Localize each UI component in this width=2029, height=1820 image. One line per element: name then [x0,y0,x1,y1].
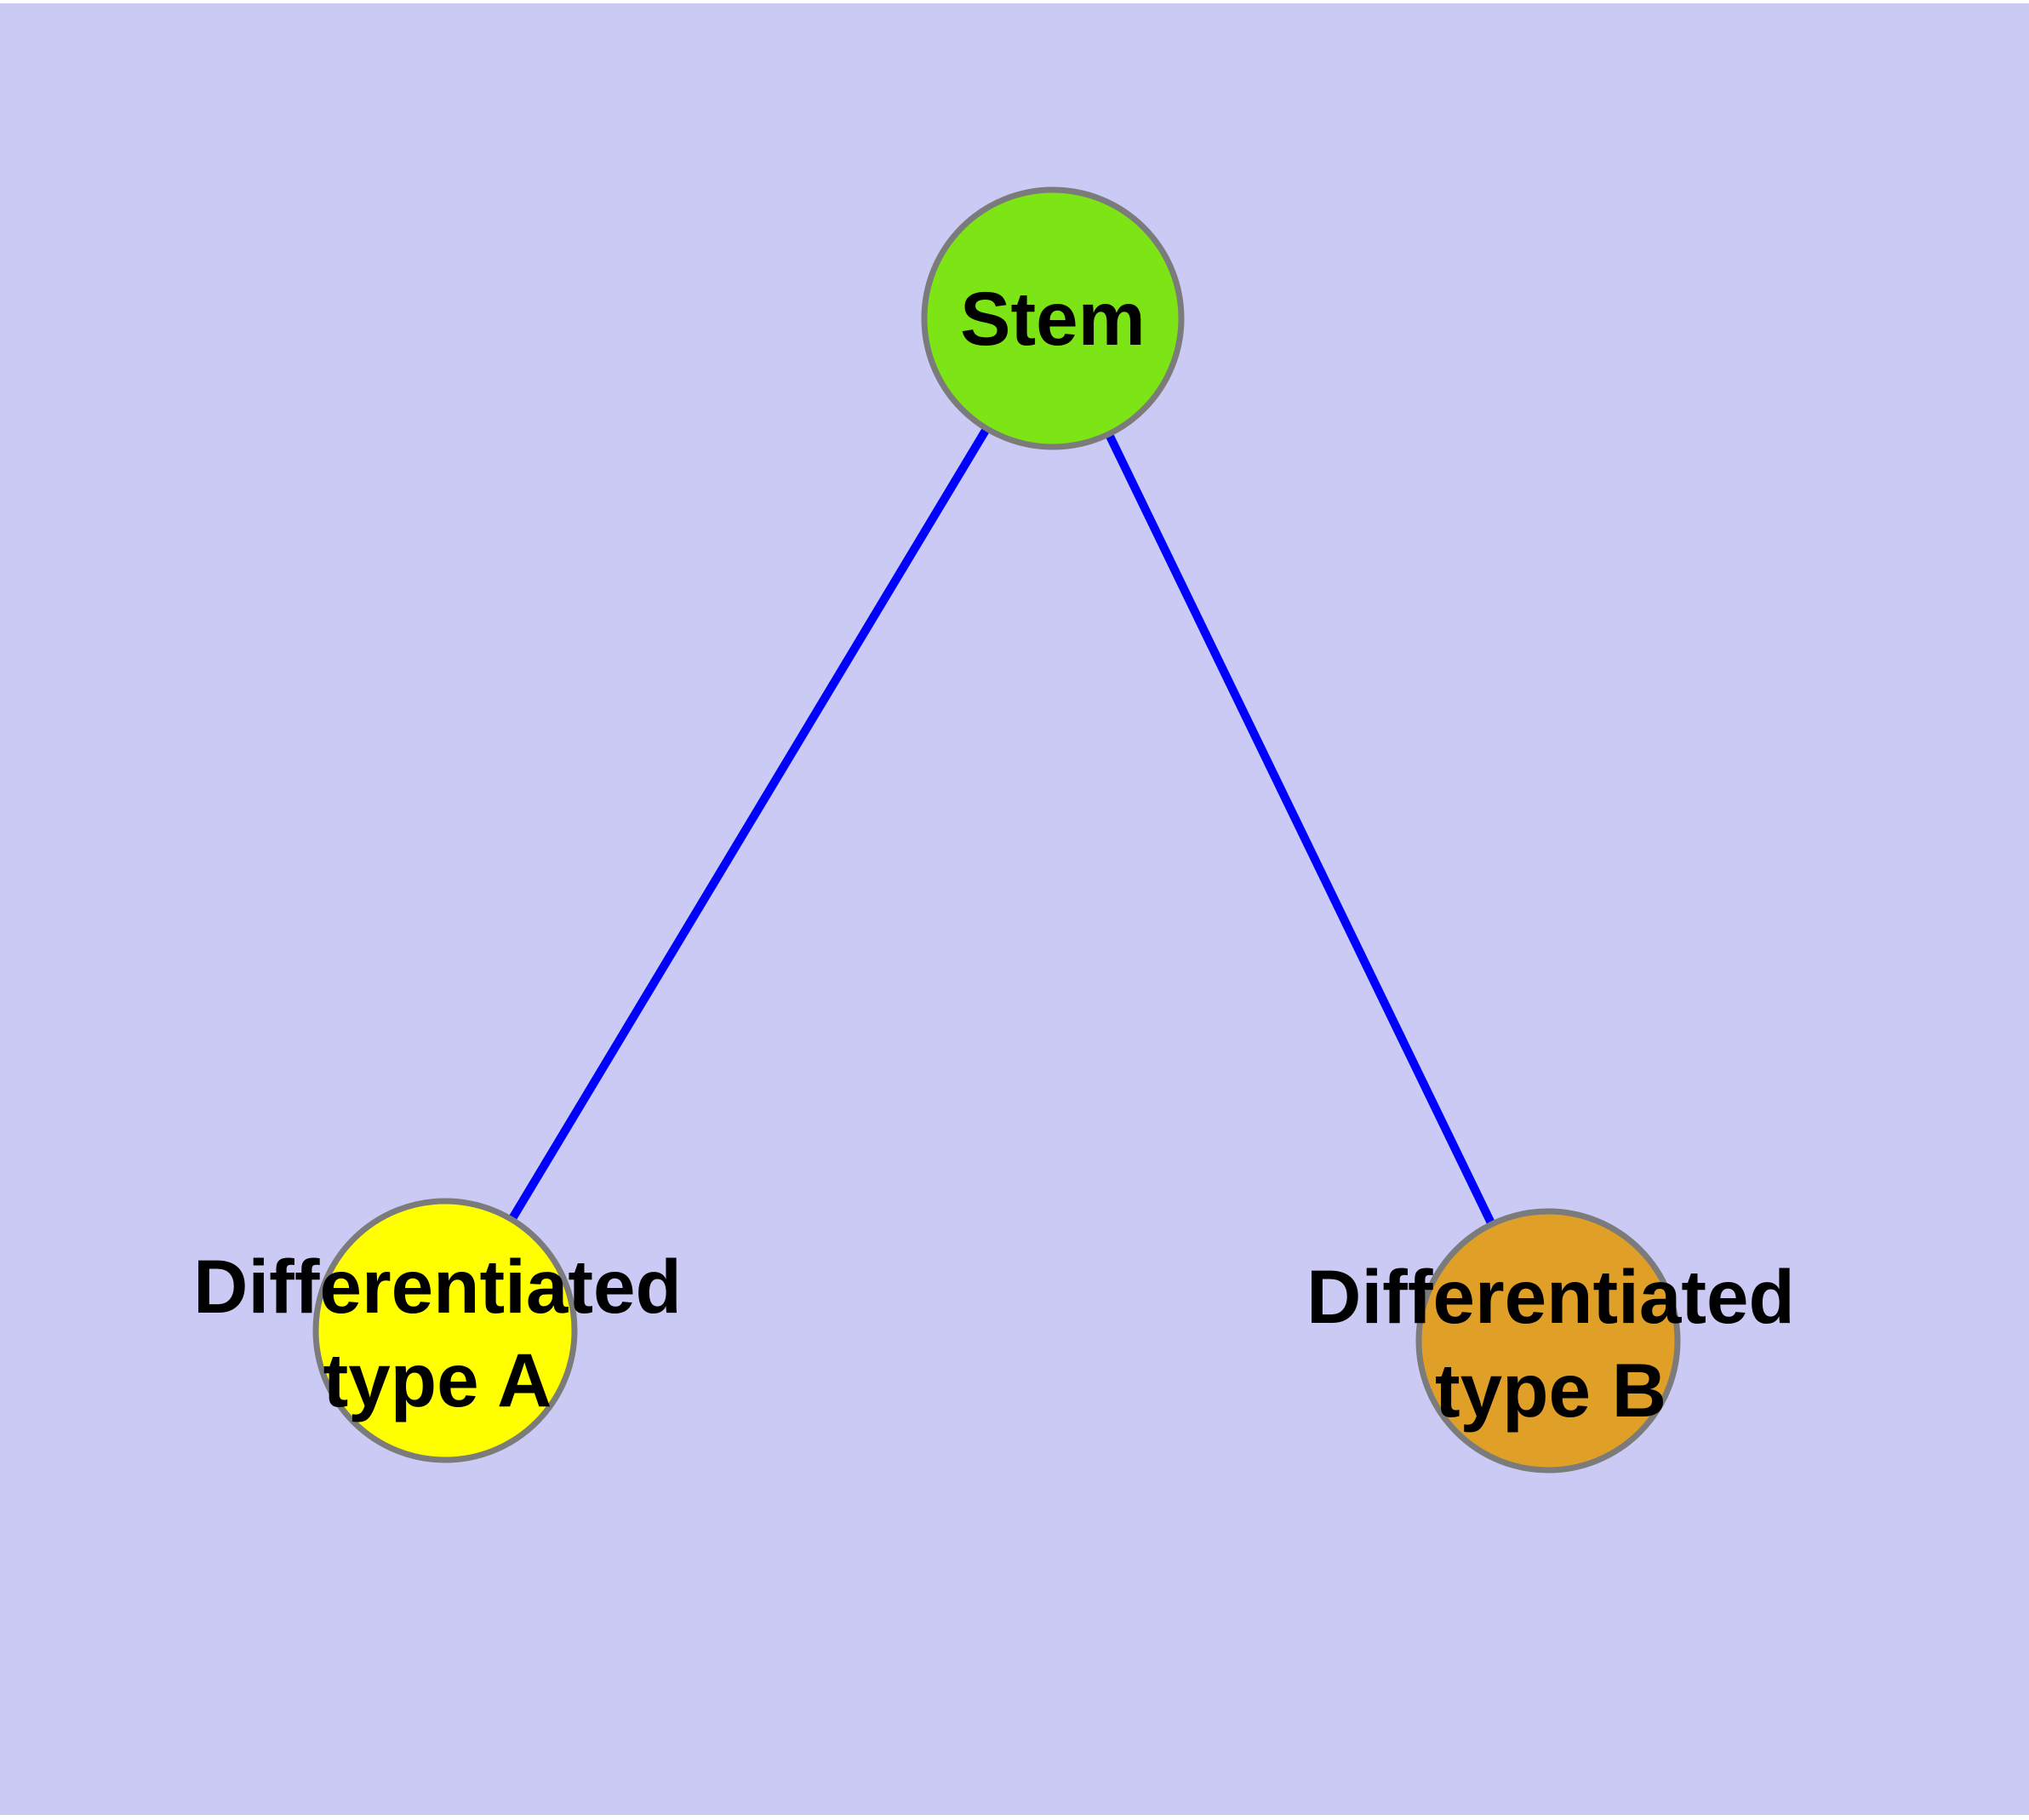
node-stem-circle [921,186,1185,450]
node-type-a-circle [312,1198,578,1463]
edge-stem-to-type-a [441,314,1057,1335]
edge-stem-to-type-b [1049,314,1552,1345]
node-type-b-circle [1415,1208,1681,1474]
